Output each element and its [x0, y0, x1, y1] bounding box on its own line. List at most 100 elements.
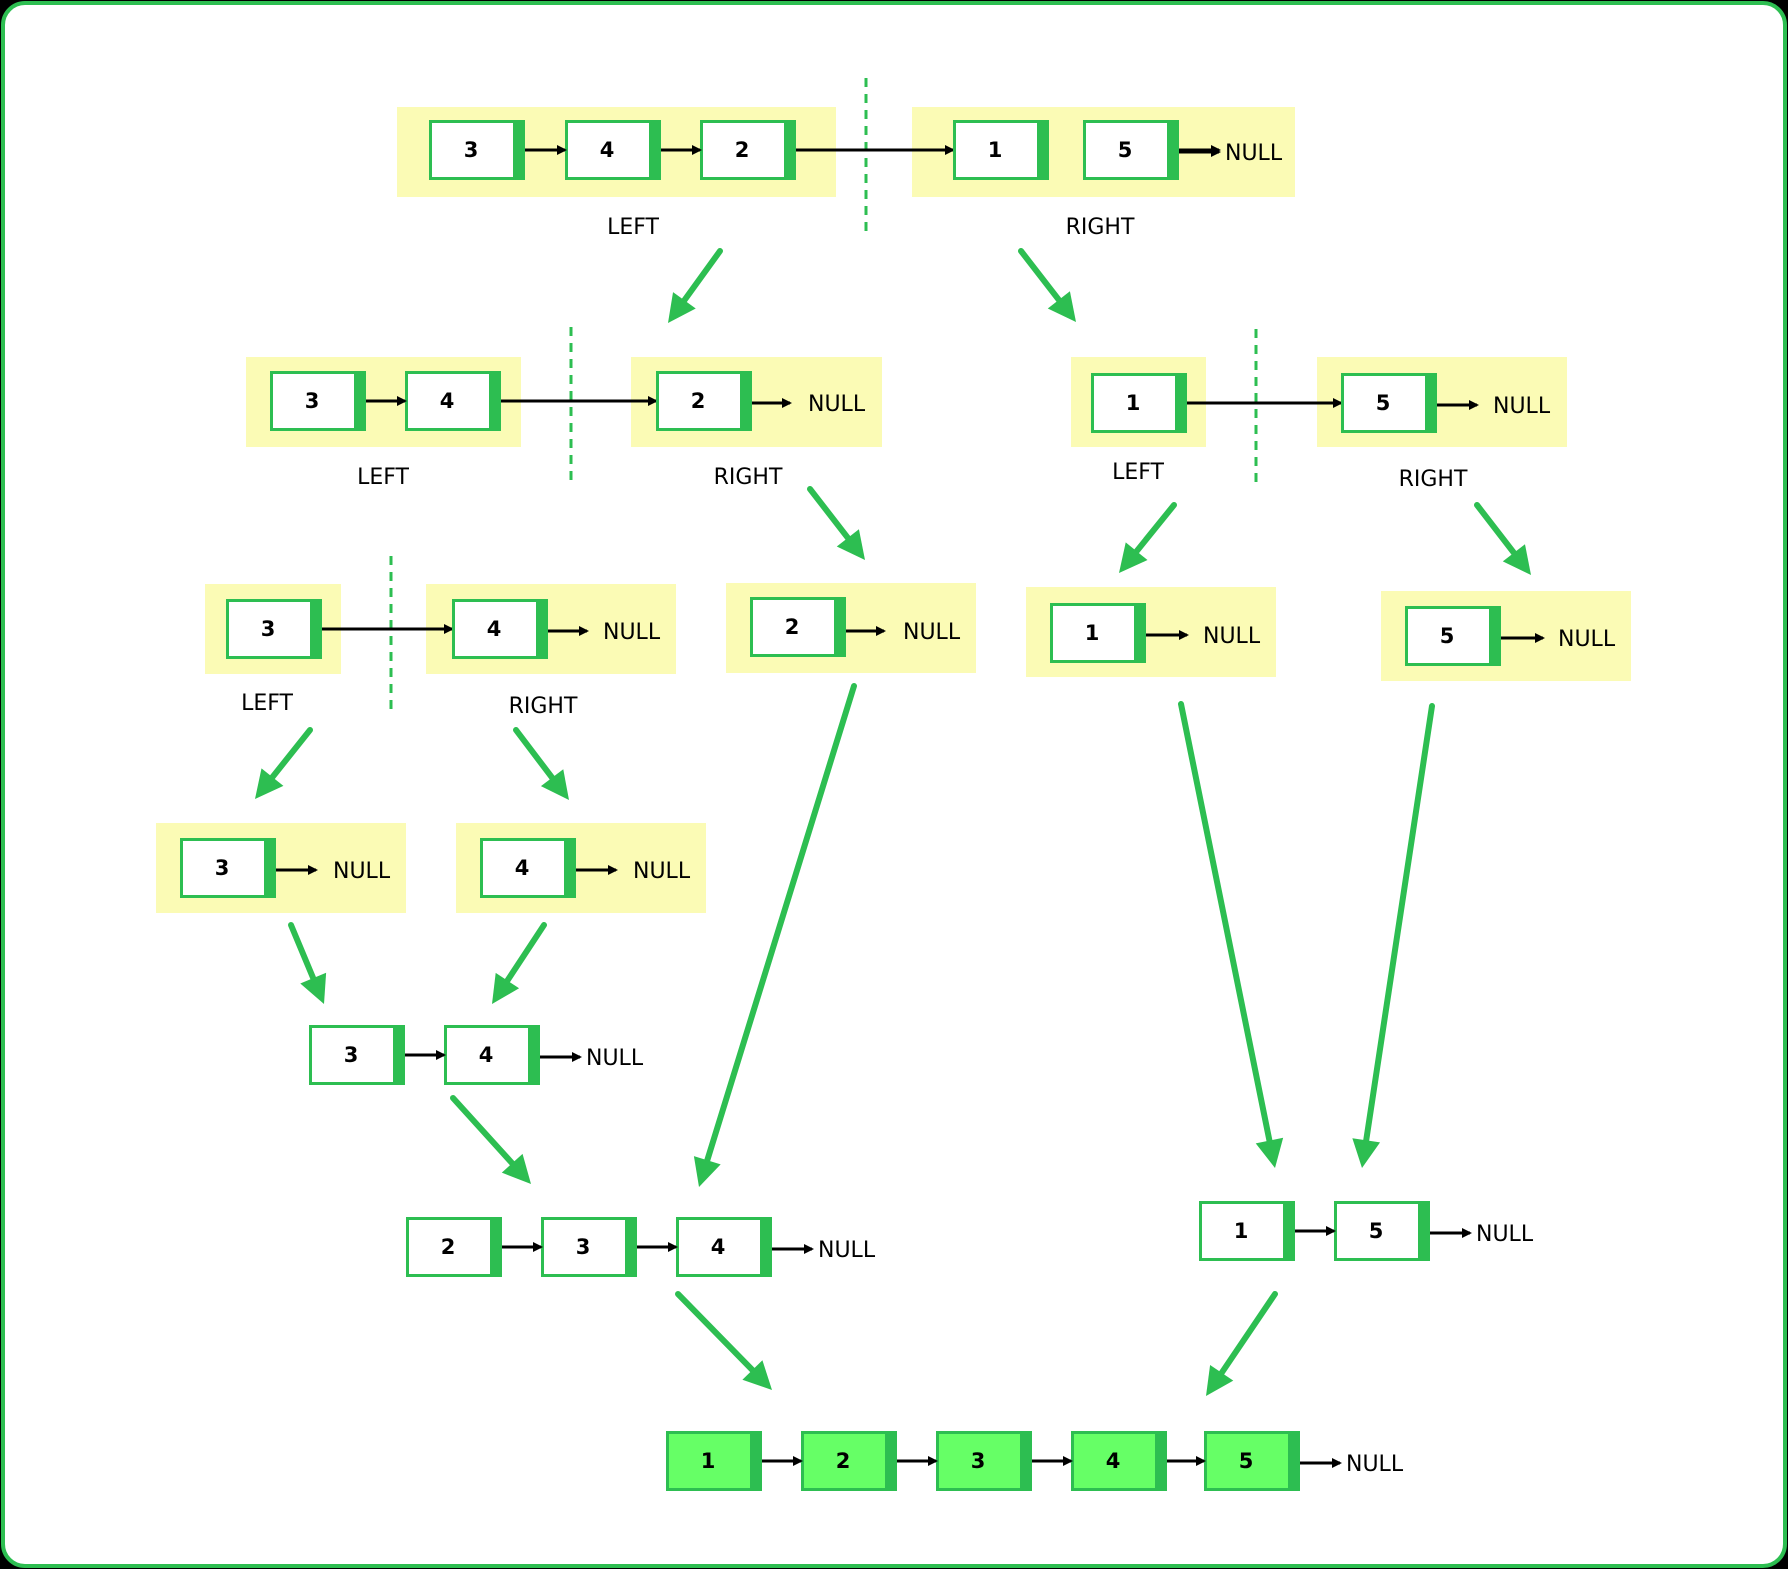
list-node: 5: [1334, 1201, 1430, 1261]
list-node: 4: [452, 599, 548, 659]
list-node: 3: [429, 120, 525, 180]
node-box: [565, 120, 661, 180]
flow-arrow-shaft: [1018, 248, 1065, 307]
list-node: 1: [1091, 373, 1187, 433]
flow-arrow-shaft: [703, 683, 857, 1168]
node-pointer-field: [310, 599, 322, 659]
node-pointer-field: [750, 1431, 762, 1491]
node-value: 3: [215, 856, 230, 880]
flow-arrow-shaft: [502, 922, 547, 987]
flow-arrow-head: [300, 972, 327, 1004]
node-pointer-field: [1489, 606, 1501, 666]
right-label: RIGHT: [714, 465, 783, 490]
list-node: 3: [180, 838, 276, 898]
node-box: [452, 599, 548, 659]
node-pointer-field: [1037, 120, 1049, 180]
flow-arrow-head: [668, 292, 696, 323]
node-value: 2: [785, 615, 800, 639]
node-pointer-field: [1020, 1431, 1032, 1491]
list-node: 4: [405, 371, 501, 431]
node-value: 1: [1126, 391, 1141, 415]
flow-arrow-shaft: [1474, 502, 1520, 559]
node-box: [1405, 606, 1501, 666]
flow-arrow: [1178, 701, 1284, 1168]
list-node: 3: [270, 371, 366, 431]
flow-arrow: [1352, 703, 1435, 1168]
node-pointer-field: [513, 120, 525, 180]
node-value: 4: [487, 617, 502, 641]
flow-arrow-head: [742, 1360, 772, 1390]
node-box: [1071, 1431, 1167, 1491]
node-pointer-field: [1425, 373, 1437, 433]
left-label: LEFT: [607, 215, 659, 240]
node-value: 3: [305, 389, 320, 413]
node-value: 5: [1376, 391, 1391, 415]
flow-arrow: [675, 1291, 772, 1390]
node-pointer-field: [885, 1431, 897, 1491]
flow-arrow: [492, 922, 547, 1004]
node-pointer-field: [354, 371, 366, 431]
node-pointer-field: [490, 1217, 502, 1277]
null-label: NULL: [603, 620, 661, 645]
node-pointer-field: [528, 1025, 540, 1085]
left-label: LEFT: [241, 691, 293, 716]
flow-arrow-head: [1119, 542, 1148, 573]
node-pointer-field: [264, 838, 276, 898]
node-value: 2: [691, 389, 706, 413]
left-label: LEFT: [357, 465, 409, 490]
null-label: NULL: [1203, 624, 1261, 649]
list-node: 3: [226, 599, 322, 659]
node-value: 1: [701, 1449, 716, 1473]
list-node: 5: [1405, 606, 1501, 666]
node-value: 4: [600, 138, 615, 162]
flow-arrow-shaft: [679, 248, 723, 307]
node-box: [1204, 1431, 1300, 1491]
node-pointer-field: [625, 1217, 637, 1277]
node-pointer-field: [1283, 1201, 1295, 1261]
list-node: 2: [406, 1217, 502, 1277]
flow-arrow-head: [693, 1156, 721, 1187]
list-node: 1: [953, 120, 1049, 180]
flow-arrow-shaft: [807, 486, 854, 545]
null-label: NULL: [1346, 1452, 1404, 1477]
node-pointer-field: [1175, 373, 1187, 433]
null-label: NULL: [333, 859, 391, 884]
node-pointer-field: [760, 1217, 772, 1277]
flow-arrow-head: [255, 768, 284, 799]
node-box: [750, 597, 846, 657]
node-pointer-field: [1418, 1201, 1430, 1261]
flow-arrow: [1474, 502, 1531, 575]
node-pointer-field: [393, 1025, 405, 1085]
right-label: RIGHT: [1066, 215, 1135, 240]
list-node: 1: [1199, 1201, 1295, 1261]
flow-arrow-head: [501, 1153, 531, 1184]
flow-arrow: [1119, 502, 1177, 573]
node-pointer-field: [1134, 603, 1146, 663]
node-value: 5: [1369, 1219, 1384, 1243]
flow-arrow-head: [1047, 291, 1076, 322]
list-node: 3: [309, 1025, 405, 1085]
flow-arrow-shaft: [1216, 1291, 1278, 1380]
list-node: 4: [1071, 1431, 1167, 1491]
flow-arrow: [668, 248, 723, 323]
list-node: 2: [750, 597, 846, 657]
list-node: 4: [480, 838, 576, 898]
list-node: 2: [700, 120, 796, 180]
flow-arrow-shaft: [675, 1291, 759, 1376]
node-value: 5: [1440, 624, 1455, 648]
node-value: 5: [1118, 138, 1133, 162]
node-pointer-field: [834, 597, 846, 657]
null-label: NULL: [633, 859, 691, 884]
node-box: [801, 1431, 897, 1491]
flow-arrow-shaft: [288, 922, 318, 985]
null-label: NULL: [808, 392, 866, 417]
node-value: 4: [1106, 1449, 1121, 1473]
node-value: 3: [464, 138, 479, 162]
node-value: 3: [576, 1235, 591, 1259]
flow-arrow: [1206, 1291, 1278, 1396]
flow-arrow-head: [540, 769, 569, 800]
null-label: NULL: [1558, 627, 1616, 652]
flow-arrow: [693, 683, 857, 1187]
